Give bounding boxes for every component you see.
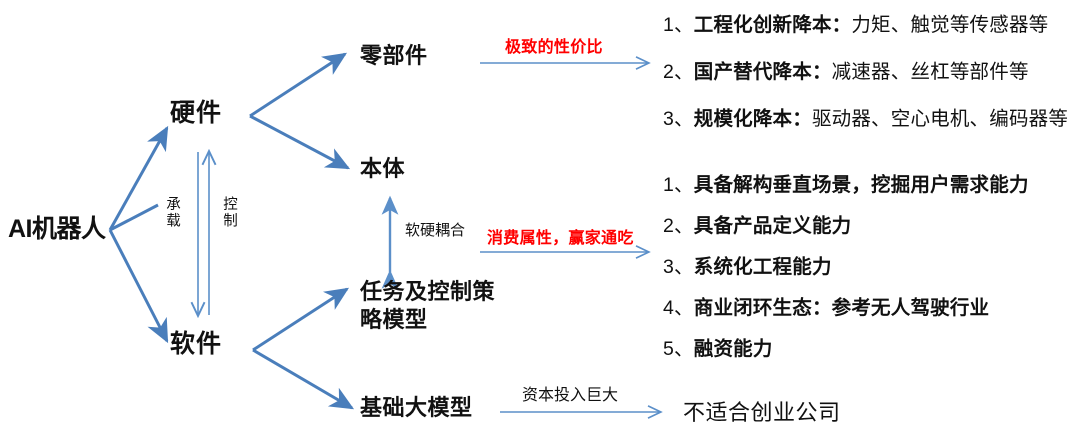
list-item-detail: 驱动器、空心电机、编码器等: [811, 108, 1069, 130]
list-item-detail: 减速器、丝杠等部件等: [831, 61, 1029, 83]
node-foundation-model[interactable]: 基础大模型: [360, 395, 473, 420]
node-ai-robot[interactable]: AI机器人: [8, 215, 106, 243]
node-task-policy-model[interactable]: 任务及控制策略模型: [360, 279, 496, 333]
list-item: 3、系统化工程能力: [663, 250, 1029, 279]
list-item-key: 具备解构垂直场景，挖掘用户需求能力: [693, 174, 1029, 196]
label-body-red: 消费属性，赢家通吃: [487, 230, 634, 247]
node-body[interactable]: 本体: [360, 156, 406, 181]
list-item-key: 系统化工程能力: [693, 256, 832, 278]
label-coupling: 软硬耦合: [405, 222, 466, 239]
edge-software-to-foundation-model: [252, 348, 355, 410]
list-item-index: 5、: [663, 338, 694, 360]
list-item-key: 国产替代降本：: [693, 61, 832, 83]
list-item: 2、具备产品定义能力: [663, 209, 1029, 238]
list-item-key: 具备产品定义能力: [693, 215, 852, 237]
list-parts-costdown: 1、工程化创新降本：力矩、触觉等传感器等 2、国产替代降本：减速器、丝杠等部件等 3…: [663, 8, 1068, 149]
list-item-key: 商业闭环生态：参考无人驾驶行业: [693, 297, 990, 319]
list-item-index: 2、: [663, 61, 694, 83]
label-control: 控制: [221, 196, 237, 229]
list-item-index: 4、: [663, 297, 694, 319]
list-item: 2、国产替代降本：减速器、丝杠等部件等: [663, 55, 1068, 84]
label-foundation-gray: 资本投入巨大: [522, 387, 619, 404]
list-item-index: 3、: [663, 256, 694, 278]
list-item-index: 1、: [663, 14, 694, 36]
list-item: 1、工程化创新降本：力矩、触觉等传感器等: [663, 8, 1068, 37]
list-item-key: 规模化降本：: [693, 108, 812, 130]
edge-software-to-task-model: [252, 287, 350, 352]
list-item-index: 2、: [663, 215, 694, 237]
node-hardware[interactable]: 硬件: [170, 99, 223, 127]
node-parts[interactable]: 零部件: [360, 43, 428, 68]
edge-hardware-to-body: [249, 114, 351, 170]
list-item-index: 1、: [663, 174, 694, 196]
label-parts-red: 极致的性价比: [505, 39, 603, 56]
edge-root-to-software: [108, 229, 169, 344]
list-item: 5、融资能力: [663, 332, 1029, 361]
edge-hardware-to-parts: [249, 52, 348, 118]
list-item: 1、具备解构垂直场景，挖掘用户需求能力: [663, 168, 1029, 197]
list-item-key: 工程化创新降本：: [693, 14, 852, 36]
node-outcome-not-suitable: 不适合创业公司: [683, 400, 841, 425]
list-item-key: 融资能力: [693, 338, 773, 360]
list-item: 3、规模化降本：驱动器、空心电机、编码器等: [663, 102, 1068, 131]
list-item: 4、商业闭环生态：参考无人驾驶行业: [663, 291, 1029, 320]
list-item-detail: 力矩、触觉等传感器等: [851, 14, 1049, 36]
node-software[interactable]: 软件: [170, 330, 223, 358]
list-item-index: 3、: [663, 108, 694, 130]
list-capabilities: 1、具备解构垂直场景，挖掘用户需求能力 2、具备产品定义能力 3、系统化工程能力 4、…: [663, 168, 1029, 373]
edge-root-to-hardware: [108, 125, 169, 232]
label-carry: 承载: [164, 196, 180, 229]
